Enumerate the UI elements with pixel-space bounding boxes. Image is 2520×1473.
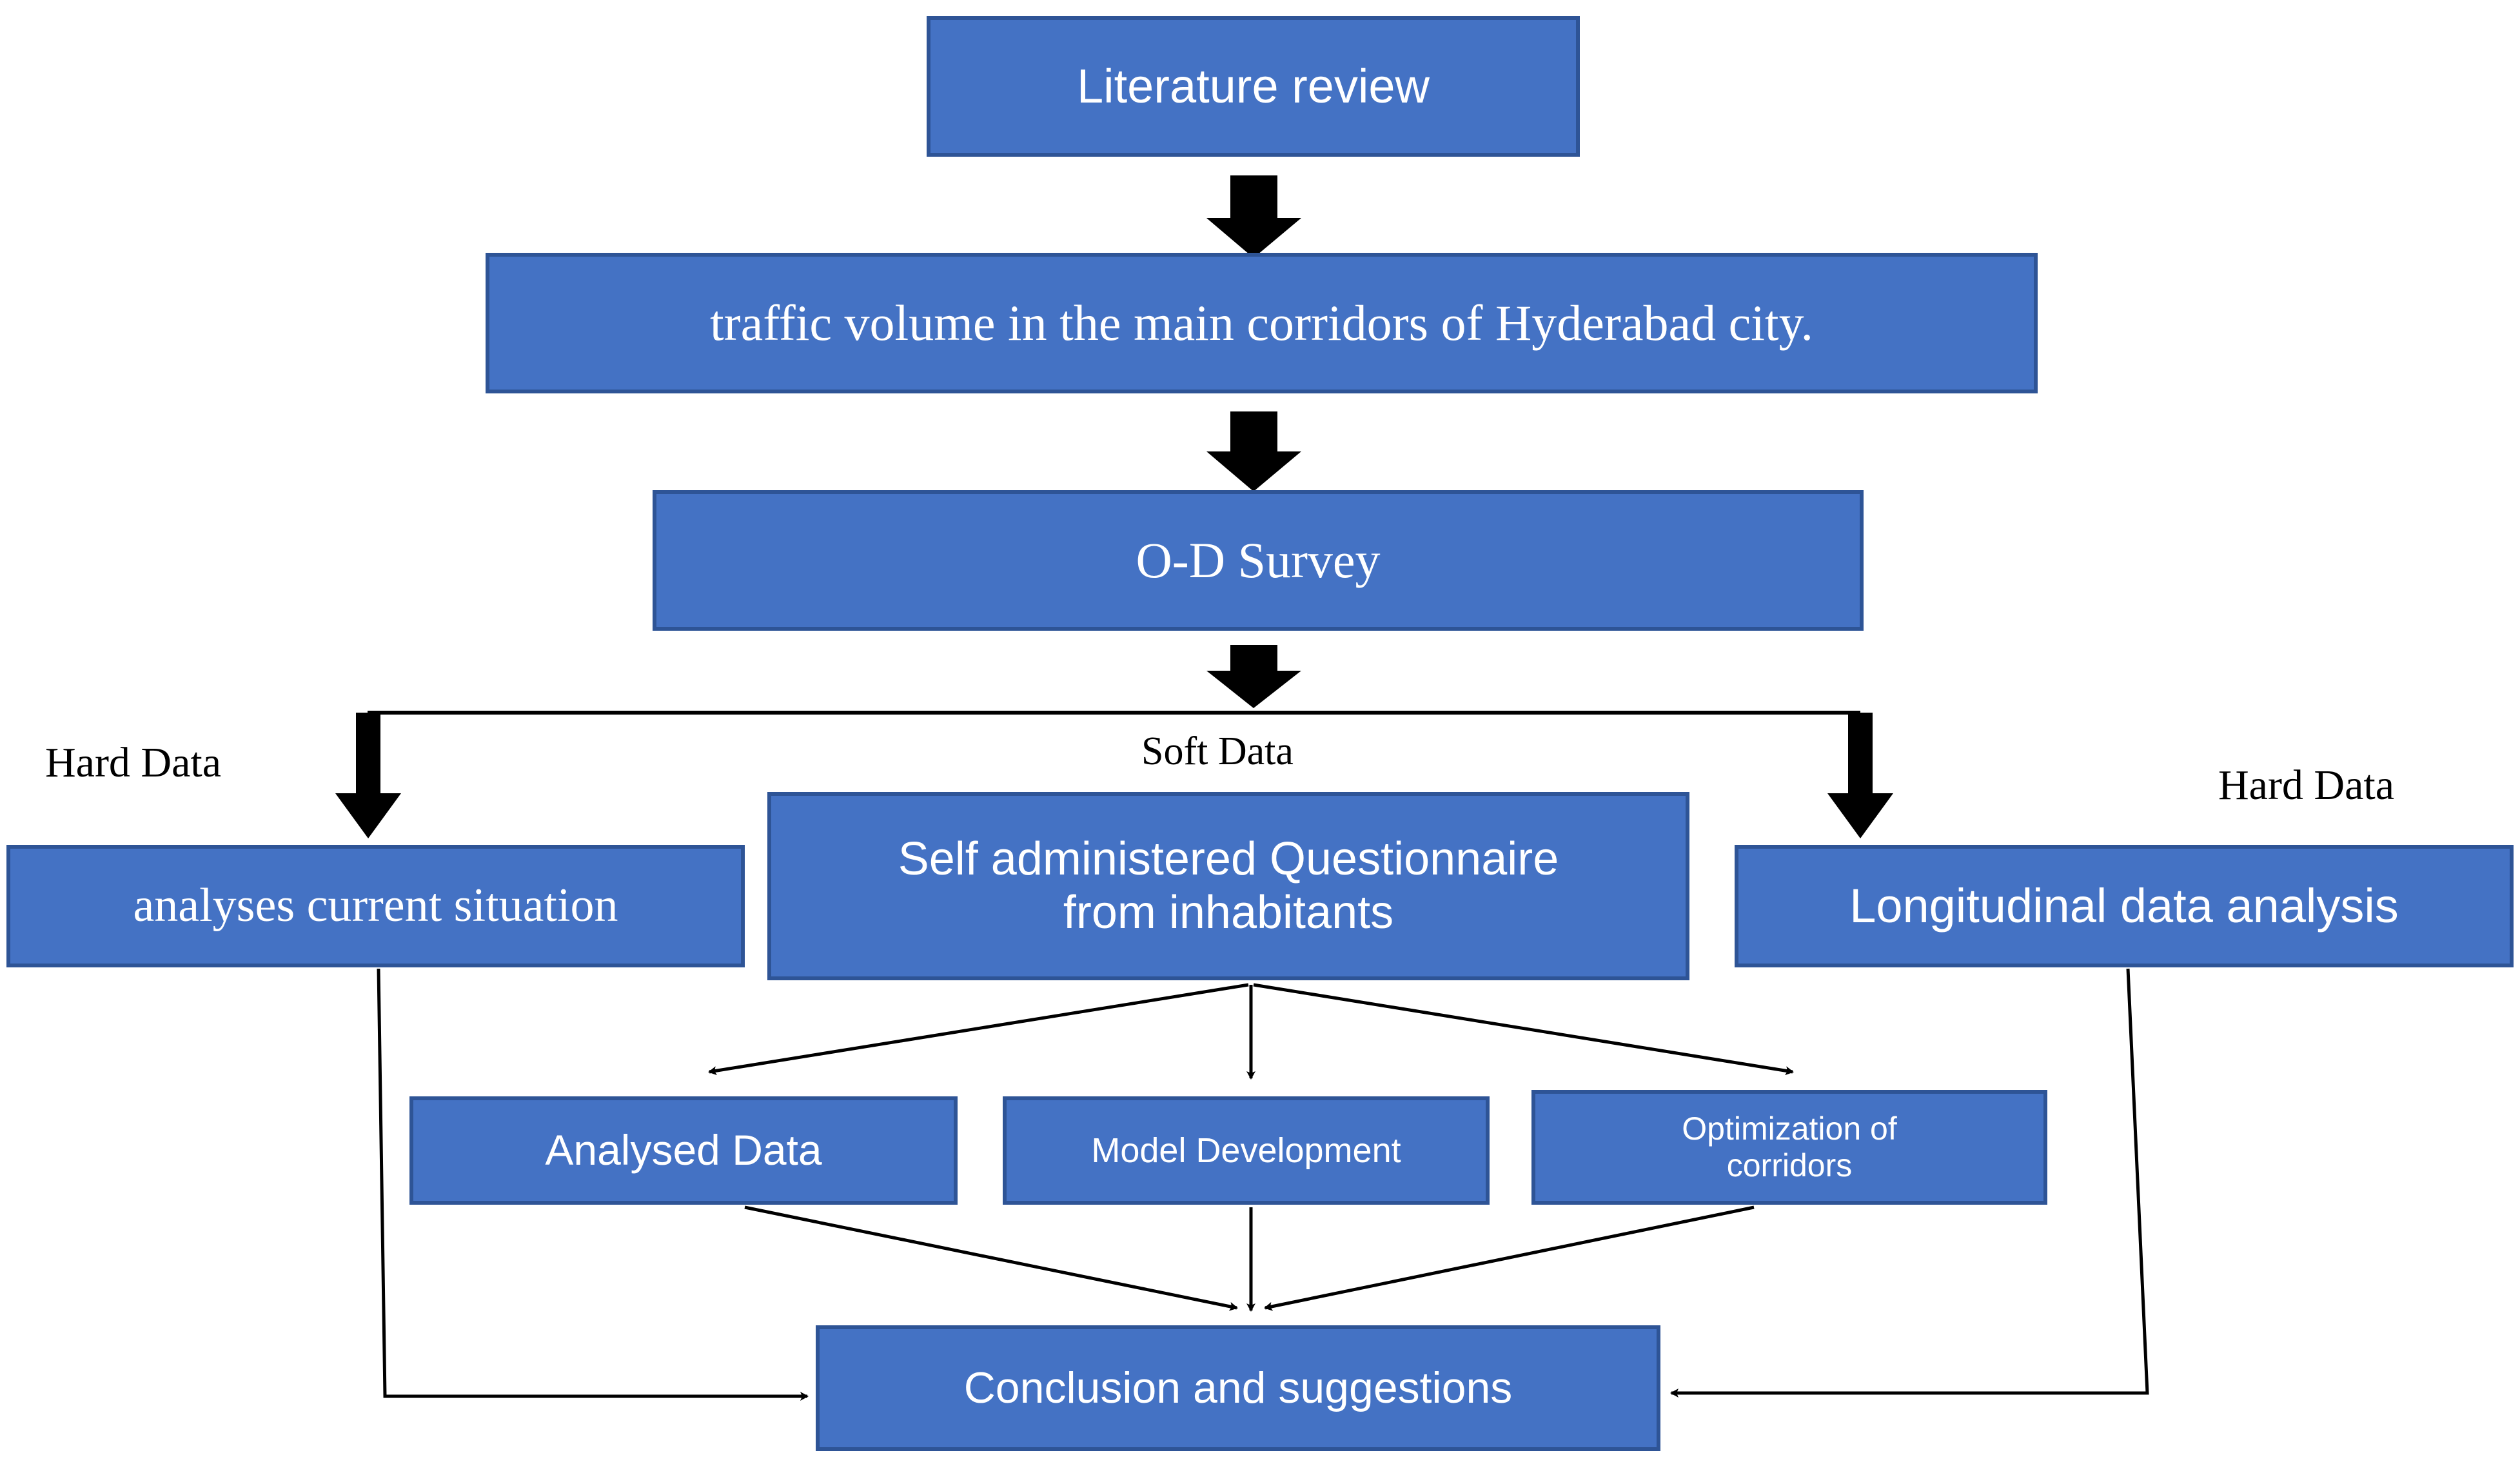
node-analyses-current-situation[interactable]: analyses current situation [6,845,745,967]
arrow-analysed-to-conclusion [744,1205,1238,1311]
node-traffic-volume[interactable]: traffic volume in the main corridors of … [486,253,2038,393]
node-longitudinal-data-analysis[interactable]: Longitudinal data analysis [1735,845,2514,967]
arrow-traffic-to-odsurvey [1206,411,1301,491]
node-literature-review[interactable]: Literature review [927,16,1580,157]
node-traffic-volume-label: traffic volume in the main corridors of … [709,295,1814,351]
node-analysed-data-label: Analysed Data [545,1126,822,1174]
arrow-branch-to-analyses [335,713,401,838]
node-conclusion-and-suggestions[interactable]: Conclusion and suggestions [816,1325,1660,1451]
node-od-survey-label: O-D Survey [1136,532,1381,589]
arrow-optimization-to-conclusion [1264,1205,1755,1311]
arrow-branch-to-longitudinal [1827,713,1893,838]
node-model-development-label: Model Development [1091,1131,1401,1170]
node-optimization-of-corridors[interactable]: Optimization of corridors [1531,1090,2047,1205]
arrow-questionnaire-to-analysed [708,983,1249,1076]
node-model-development[interactable]: Model Development [1003,1096,1490,1205]
edge-label-hard-data-right: Hard Data [2218,762,2395,809]
node-optimization-line2: corridors [1726,1147,1853,1183]
edge-label-soft-data: Soft Data [1141,729,1294,773]
node-conclusion-and-suggestions-label: Conclusion and suggestions [963,1363,1513,1413]
node-questionnaire-line1: Self administered Questionnaire [898,833,1559,885]
node-self-administered-questionnaire[interactable]: Self administered Questionnaire from inh… [767,792,1689,980]
arrow-literature-to-traffic [1206,175,1301,258]
node-literature-review-label: Literature review [1076,59,1430,114]
arrow-odsurvey-to-branch [1206,645,1301,708]
node-od-survey[interactable]: O-D Survey [653,490,1864,631]
node-optimization-line1: Optimization of [1682,1110,1897,1147]
node-analyses-current-situation-label: analyses current situation [133,879,618,933]
edge-label-hard-data-left: Hard Data [45,739,222,786]
arrow-questionnaire-to-optimization [1253,983,1794,1076]
node-longitudinal-data-analysis-label: Longitudinal data analysis [1849,879,2399,933]
node-analysed-data[interactable]: Analysed Data [409,1096,958,1205]
node-questionnaire-line2: from inhabitants [1063,887,1394,938]
